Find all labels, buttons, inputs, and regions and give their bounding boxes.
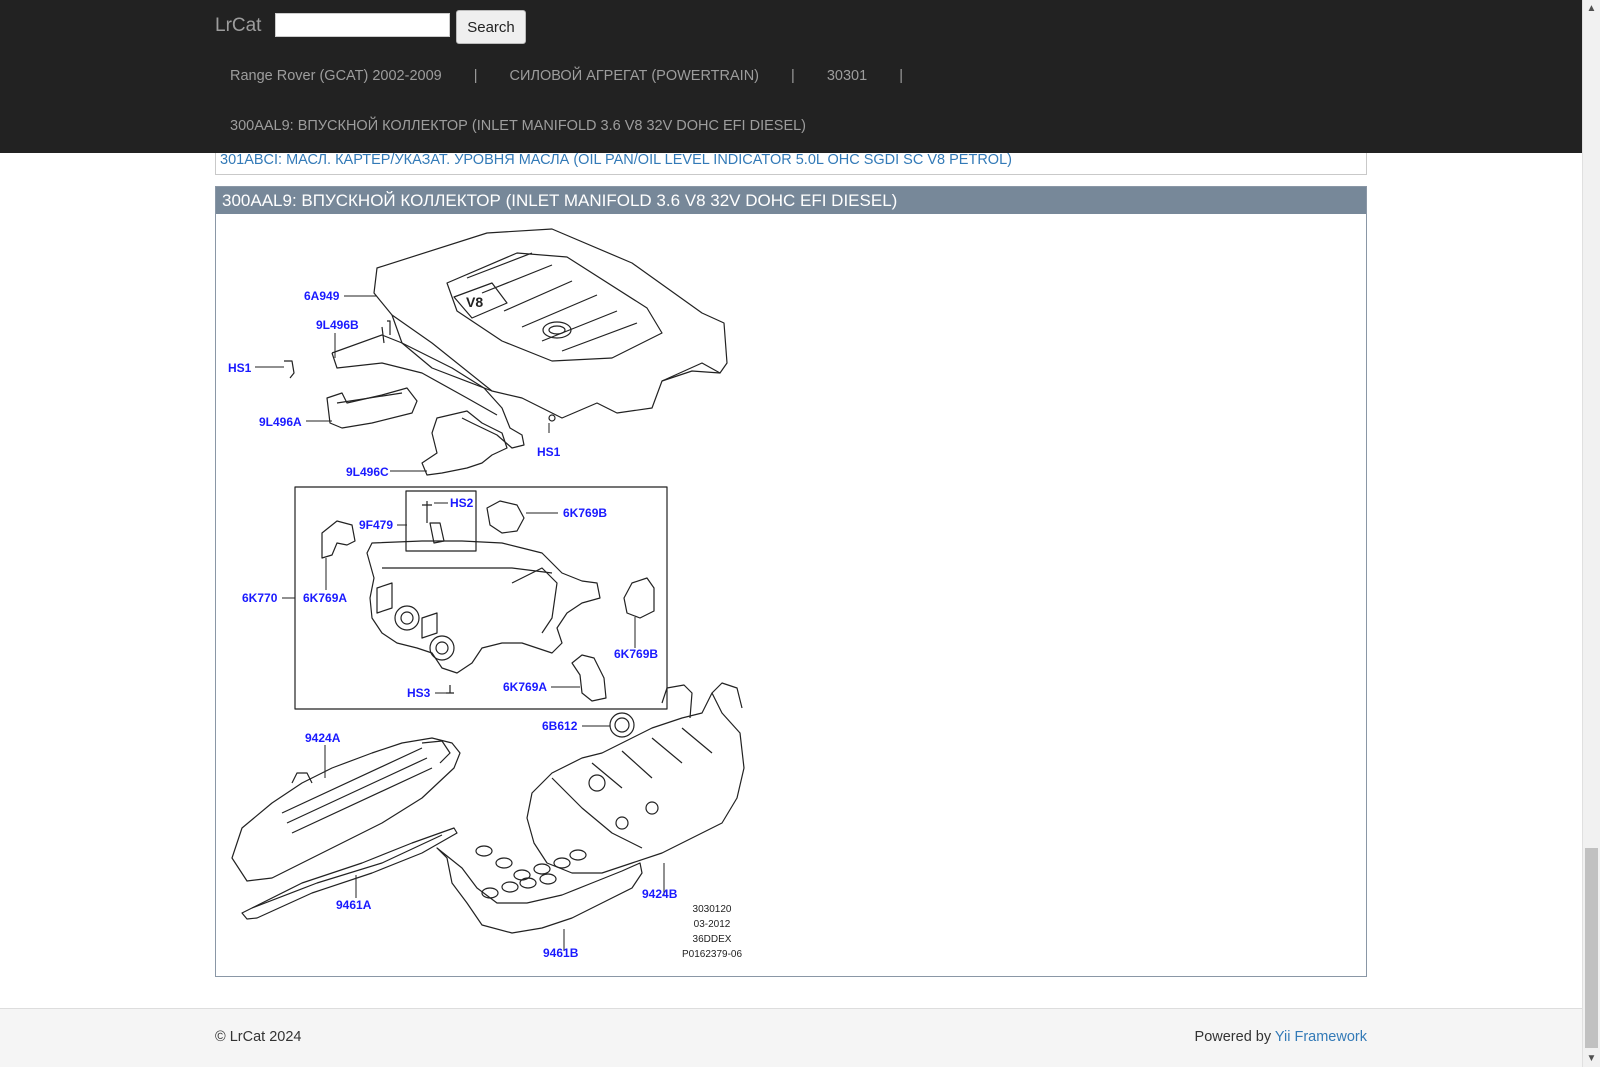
parts-diagram: V8 [228, 228, 745, 960]
leader-lines [255, 295, 665, 951]
search-button[interactable]: Search [456, 10, 526, 44]
diagram-stamp-line: 36DDEX [693, 934, 732, 945]
manifold-drawing [321, 500, 655, 702]
yii-framework-link[interactable]: Yii Framework [1274, 1029, 1367, 1045]
page-footer: © LrCat 2024 Powered by Yii Framework [0, 1008, 1582, 1067]
top-navbar: LrCat Search Range Rover (GCAT) 2002-200… [0, 0, 1582, 153]
breadcrumb-separator: | [791, 68, 795, 84]
scroll-thumb[interactable] [1585, 848, 1598, 1048]
breadcrumb-item-subgroup[interactable]: 30301 [826, 68, 868, 84]
breadcrumb-item-current[interactable]: 300AAL9: ВПУСКНОЙ КОЛЛЕКТОР (INLET MANIF… [230, 118, 807, 134]
powered-by-prefix: Powered by [1194, 1029, 1275, 1045]
page-scrollbar[interactable]: ▲ ▼ [1582, 0, 1600, 1067]
brand-logo[interactable]: LrCat [215, 15, 262, 36]
callout-9F479[interactable]: 9F479 [359, 518, 393, 532]
scroll-down-icon[interactable]: ▼ [1586, 1053, 1597, 1064]
callout-6B612[interactable]: 6B612 [542, 719, 578, 733]
breadcrumb-item-model[interactable]: Range Rover (GCAT) 2002-2009 [230, 68, 442, 84]
callout-6K769A[interactable]: 6K769A [503, 680, 547, 694]
cam-covers-drawing [231, 682, 745, 934]
callout-HS1[interactable]: HS1 [537, 445, 561, 459]
sensor-box [405, 490, 477, 552]
diagram-stamp-line: 03-2012 [694, 919, 731, 930]
breadcrumb-separator: | [473, 68, 478, 84]
copyright-text: © LrCat 2024 [215, 1029, 302, 1045]
diagram-panel: 300AAL9: ВПУСКНОЙ КОЛЛЕКТОР (INLET MANIF… [215, 186, 1367, 977]
callout-9461B[interactable]: 9461B [543, 946, 579, 960]
callout-6K769B[interactable]: 6K769B [563, 506, 607, 520]
engine-cover-drawing: V8 [373, 228, 728, 419]
callout-9L496A[interactable]: 9L496A [259, 415, 302, 429]
callout-6K770[interactable]: 6K770 [242, 591, 278, 605]
callout-9L496C[interactable]: 9L496C [346, 465, 389, 479]
callout-HS2[interactable]: HS2 [450, 496, 474, 510]
svg-text:V8: V8 [466, 294, 483, 310]
panel-title: 300AAL9: ВПУСКНОЙ КОЛЛЕКТОР (INLET MANIF… [216, 187, 1366, 214]
breadcrumb-item-group[interactable]: СИЛОВОЙ АГРЕГАТ (POWERTRAIN) [509, 68, 759, 84]
callout-9424B[interactable]: 9424B [642, 887, 678, 901]
callout-6K769A[interactable]: 6K769A [303, 591, 347, 605]
callout-HS1[interactable]: HS1 [228, 361, 252, 375]
previous-section-link[interactable]: 301ABCI: МАСЛ. КАРТЕР/УКАЗАТ. УРОВНЯ МАС… [220, 152, 1012, 168]
callout-9L496B[interactable]: 9L496B [316, 318, 359, 332]
diagram-stamp-line: 3030120 [693, 904, 732, 915]
search-input[interactable] [275, 13, 450, 37]
assembly-box [294, 486, 668, 710]
callout-HS3[interactable]: HS3 [407, 686, 431, 700]
callout-9461A[interactable]: 9461A [336, 898, 372, 912]
brackets-drawing [284, 320, 556, 476]
scroll-up-icon[interactable]: ▲ [1586, 3, 1597, 14]
callout-9424A[interactable]: 9424A [305, 731, 341, 745]
callout-6K769B[interactable]: 6K769B [614, 647, 658, 661]
breadcrumb-separator: | [899, 68, 903, 84]
callout-6A949[interactable]: 6A949 [304, 289, 340, 303]
diagram-stamp-line: P0162379-06 [682, 949, 742, 960]
breadcrumb: Range Rover (GCAT) 2002-2009 | СИЛОВОЙ А… [230, 64, 931, 88]
powered-by: Powered by Yii Framework [1195, 1029, 1367, 1045]
